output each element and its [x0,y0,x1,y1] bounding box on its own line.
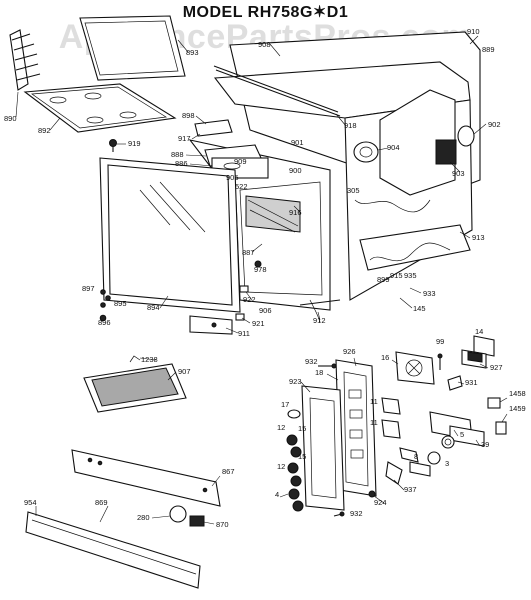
part-label-305: 305 [347,186,360,195]
part-label-918: 918 [344,121,357,130]
part-label-915: 915 [390,271,403,280]
part-label-902: 902 [488,120,501,129]
part-label-922: 922 [243,295,256,304]
part-label-5: 5 [460,430,464,439]
part-label-935: 935 [404,271,417,280]
part-label-280: 280 [137,513,150,522]
part-label-145: 145 [413,304,426,313]
part-label-921: 921 [252,319,265,328]
part-label-1238: 1238 [141,355,158,364]
clip-922 [235,285,249,321]
part-label-909: 909 [234,157,247,166]
door-latch-911 [189,315,233,335]
part-label-12: 12 [277,423,285,432]
model-title: MODEL RH758G✶D1 [182,4,349,21]
filter-panel-907 [83,355,187,413]
part-label-890: 890 [4,114,17,123]
part-label-895: 895 [114,299,127,308]
trim-strip-867 [71,449,221,507]
part-label-15: 15 [298,452,306,461]
part-label-912: 912 [313,316,326,325]
part-label-888: 888 [171,150,184,159]
screw-919 [109,139,117,152]
part-label-954: 954 [24,498,37,507]
leader-lines [15,35,508,525]
part-label-3: 3 [445,459,449,468]
part-label-937: 937 [404,485,417,494]
part-label-913: 913 [472,233,485,242]
part-label-908: 908 [258,40,271,49]
rack-side-panel [9,29,41,91]
part-label-522: 522 [235,182,248,191]
oven-door-glass-894 [99,157,241,313]
part-label-923: 923 [289,377,302,386]
part-label-932: 932 [305,357,318,366]
part-label-15: 15 [298,424,306,433]
control-bezel-923 [301,385,345,511]
part-label-870: 870 [216,520,229,529]
part-label-900: 900 [289,166,302,175]
part-label-898: 898 [182,111,195,120]
part-label-99: 99 [436,337,444,346]
part-label-933: 933 [423,289,436,298]
part-label-924: 924 [374,498,387,507]
hinge-parts [99,289,111,322]
oven-cabinet-body [188,31,481,323]
part-label-886: 886 [175,159,188,168]
part-label-892: 892 [38,126,51,135]
part-label-11: 11 [370,397,378,406]
part-label-916: 916 [289,208,302,217]
part-label-926: 926 [343,347,356,356]
part-label-899: 899 [377,275,390,284]
part-label-917: 917 [178,134,191,143]
part-label-897: 897 [82,284,95,293]
part-label-889: 889 [482,45,495,54]
part-label-907: 907 [178,367,191,376]
part-label-911: 911 [238,329,250,338]
part-label-894: 894 [147,303,160,312]
knob-280-870 [169,505,205,527]
part-label-910: 910 [467,27,480,36]
part-label-8: 8 [414,452,418,461]
part-label-4: 4 [275,490,279,499]
part-label-904: 904 [387,143,400,152]
part-label-18: 18 [315,368,323,377]
part-label-931: 931 [465,378,478,387]
oven-bottom-plate [23,83,177,133]
small-parts-right [318,353,507,517]
part-label-893: 893 [186,48,199,57]
part-label-11: 11 [370,418,378,427]
part-label-906: 906 [259,306,272,315]
clock-timer-16 [395,351,435,385]
part-label-869: 869 [95,498,108,507]
front-panel-869 [25,511,201,589]
part-label-932: 932 [350,509,363,518]
part-label-1458: 1458 [509,389,526,398]
part-label-867: 867 [222,467,235,476]
part-label-14: 14 [475,327,483,336]
part-label-927: 927 [490,363,503,372]
part-label-896: 896 [98,318,111,327]
part-label-905: 905 [226,173,239,182]
part-label-919: 919 [128,139,141,148]
part-label-978: 978 [254,265,267,274]
part-label-16: 16 [381,353,389,362]
knobs-12-15 [286,409,304,512]
part-label-887: 887 [242,248,255,257]
switch-14-927 [461,335,495,369]
part-label-901: 901 [291,138,304,147]
broiler-pan-grid [79,15,186,81]
part-label-903: 903 [452,169,465,178]
part-label-12: 12 [277,462,285,471]
part-label-1459: 1459 [509,404,526,413]
part-label-17: 17 [281,400,289,409]
part-label-39: 39 [481,440,489,449]
